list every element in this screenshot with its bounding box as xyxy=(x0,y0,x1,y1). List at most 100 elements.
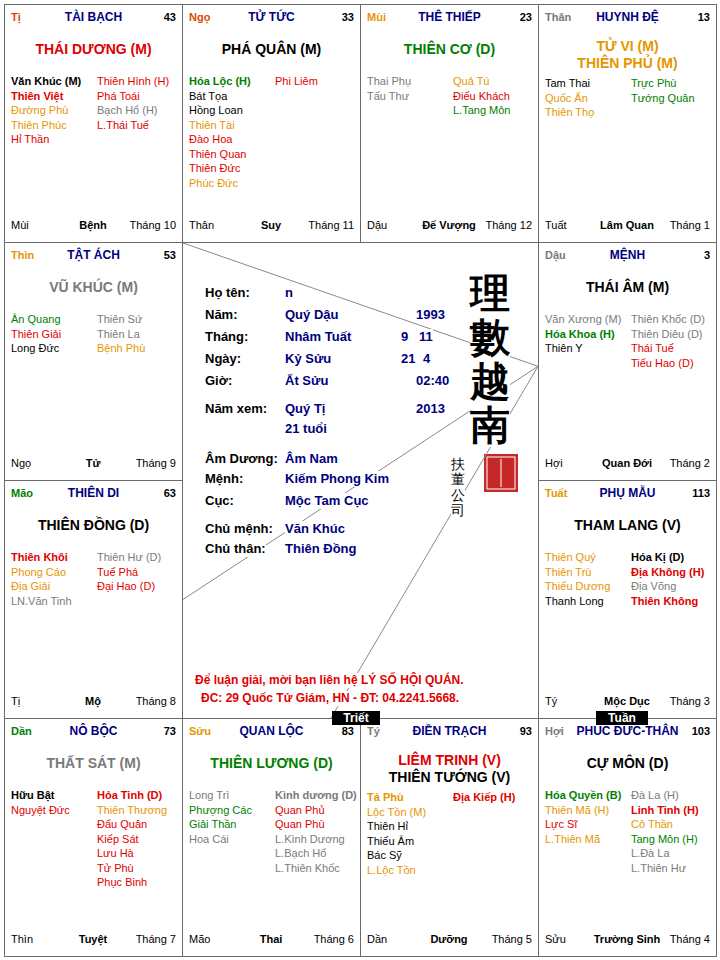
star-left: Phong Cáo xyxy=(11,566,66,580)
bottom-branch: Hợi xyxy=(545,457,563,471)
star-right: Địa Không (H) xyxy=(631,566,704,580)
palace-name: TẬT ÁCH xyxy=(67,248,120,263)
main-star: CỰ MÔN (D) xyxy=(587,755,669,773)
star-right: Đại Hao (D) xyxy=(97,580,155,594)
age-number: 13 xyxy=(698,11,710,25)
star-left: Tam Thai xyxy=(545,77,590,91)
main-star: THAM LANG (V) xyxy=(574,517,681,535)
star-left: Địa Giải xyxy=(11,580,50,594)
star-left: Ân Quang xyxy=(11,313,61,327)
bottom-branch: Thìn xyxy=(11,933,33,947)
month-label: Tháng 12 xyxy=(486,219,532,233)
star-right: Linh Tinh (H) xyxy=(631,804,699,818)
star-left: Hữu Bật xyxy=(11,789,54,803)
bottom-branch: Tị xyxy=(11,695,20,709)
palace-box: ThìnTẬT ÁCH53VŨ KHÚC (M)Ân QuangThiên Gi… xyxy=(4,242,183,481)
palace-name: ĐIỀN TRẠCH xyxy=(413,724,487,739)
star-left: Thiên Tài xyxy=(189,119,235,133)
main-star: THÁI DƯƠNG (M) xyxy=(35,41,151,59)
star-right: Cô Thần xyxy=(631,818,673,832)
info-text: Ngày: xyxy=(205,351,241,367)
bottom-branch: Sửu xyxy=(545,933,566,947)
palace-box: DậuMỆNH3THÁI ÂM (M)Văn Xương (M)Hóa Khoa… xyxy=(538,242,717,481)
star-right: Quan Phù xyxy=(275,818,325,832)
star-left: Thiên Phúc xyxy=(11,119,67,133)
star-left: Thiên Thọ xyxy=(545,106,594,120)
star-right: Phá Toái xyxy=(97,90,140,104)
star-right: Lưu Hà xyxy=(97,847,134,861)
bottom-branch: Tuất xyxy=(545,219,567,233)
star-left: Hồng Loan xyxy=(189,104,243,118)
life-stage: Thai xyxy=(260,933,283,947)
star-left: Phúc Đức xyxy=(189,177,238,191)
info-text: 1993 xyxy=(416,307,445,323)
star-left: Thiên Khôi xyxy=(11,551,68,565)
month-label: Tháng 8 xyxy=(136,695,176,709)
month-label: Tháng 10 xyxy=(130,219,176,233)
star-right: L.Thiên Khốc xyxy=(275,862,340,876)
info-text: Năm: xyxy=(205,307,238,323)
star-left: Bát Tọa xyxy=(189,90,227,104)
star-left: Hỉ Thần xyxy=(11,133,49,147)
star-left: Thiên Quý xyxy=(545,551,596,565)
star-left: Thiên Hỉ xyxy=(367,820,408,834)
palace-name: MỆNH xyxy=(610,248,645,263)
star-right: Đà La (H) xyxy=(631,789,679,803)
branch-name: Dần xyxy=(11,725,32,739)
palace-name: TỬ TỨC xyxy=(248,10,295,25)
bottom-branch: Dậu xyxy=(367,219,387,233)
star-left: Đào Hoa xyxy=(189,133,232,147)
main-star: THIÊN TƯỚNG (V) xyxy=(389,769,511,787)
star-right: Thiên Sứ xyxy=(97,313,142,327)
star-right: Phi Liêm xyxy=(275,75,318,89)
star-right: Quả Tú xyxy=(453,75,490,89)
star-right: Kình dương (D) xyxy=(275,789,357,803)
life-stage: Tuyệt xyxy=(79,933,108,947)
branch-name: Hợi xyxy=(545,725,564,739)
star-left: Thiên Đức xyxy=(189,162,240,176)
star-right: Thiên Diêu (D) xyxy=(631,328,703,342)
info-text: 4 xyxy=(423,351,430,367)
star-left: Hóa Quyền (B) xyxy=(545,789,621,803)
info-text: Cục: xyxy=(205,493,234,509)
star-left: Hóa Khoa (H) xyxy=(545,328,615,342)
star-right: Thiên Thương xyxy=(97,804,167,818)
info-text: Nhâm Tuất xyxy=(285,329,351,345)
age-number: 83 xyxy=(342,725,354,739)
age-number: 23 xyxy=(520,11,532,25)
star-left: Thiên Việt xyxy=(11,90,63,104)
star-right: L.Thiên Hư xyxy=(631,862,686,876)
main-star: THIÊN ĐỒNG (D) xyxy=(38,517,149,535)
star-right: Tướng Quân xyxy=(631,92,695,106)
calligraphy: 理數越南 xyxy=(470,271,510,447)
month-label: Tháng 9 xyxy=(136,457,176,471)
chart-center: Họ tên:nNăm:Quý Dậu1993Tháng:Nhâm Tuất91… xyxy=(182,242,539,719)
branch-name: Mão xyxy=(11,487,33,501)
palace-box: HợiPHÚC ĐỨC-THÂN103CỰ MÔN (D)Hóa Quyền (… xyxy=(538,718,717,957)
palace-box: TuấtPHỤ MẪU113THAM LANG (V)Thiên QuýThiê… xyxy=(538,480,717,719)
star-right: Thái Tuế xyxy=(631,342,674,356)
star-left: Thiếu Âm xyxy=(367,835,414,849)
month-label: Tháng 2 xyxy=(670,457,710,471)
star-right: Địa Võng xyxy=(631,580,676,594)
age-number: 53 xyxy=(164,249,176,263)
seal-line xyxy=(501,459,502,487)
info-text: Mệnh: xyxy=(205,471,243,487)
info-text: 02:40 xyxy=(416,373,449,389)
star-right: Đẩu Quân xyxy=(97,818,147,832)
month-label: Tháng 7 xyxy=(136,933,176,947)
palace-box: TýĐIỀN TRẠCH93LIÊM TRINH (V)THIÊN TƯỚNG … xyxy=(360,718,539,957)
palace-box: ThânHUYNH ĐỆ13TỬ VI (M)THIÊN PHỦ (M)Tam … xyxy=(538,4,717,243)
life-stage: Bệnh xyxy=(79,219,107,233)
palace-name: THÊ THIẾP xyxy=(418,10,481,25)
info-text: ĐC: 29 Quốc Tử Giám, HN - ĐT: 04.2241.56… xyxy=(201,691,459,706)
branch-name: Sửu xyxy=(189,725,211,739)
star-right: L.Bạch Hổ xyxy=(275,847,326,861)
seal-frame xyxy=(487,457,515,489)
age-number: 43 xyxy=(164,11,176,25)
star-left: Long Trì xyxy=(189,789,229,803)
star-right: L.Tang Môn xyxy=(453,104,510,118)
star-right: L.Đà La xyxy=(631,847,670,861)
star-left: Thiên Trù xyxy=(545,566,591,580)
